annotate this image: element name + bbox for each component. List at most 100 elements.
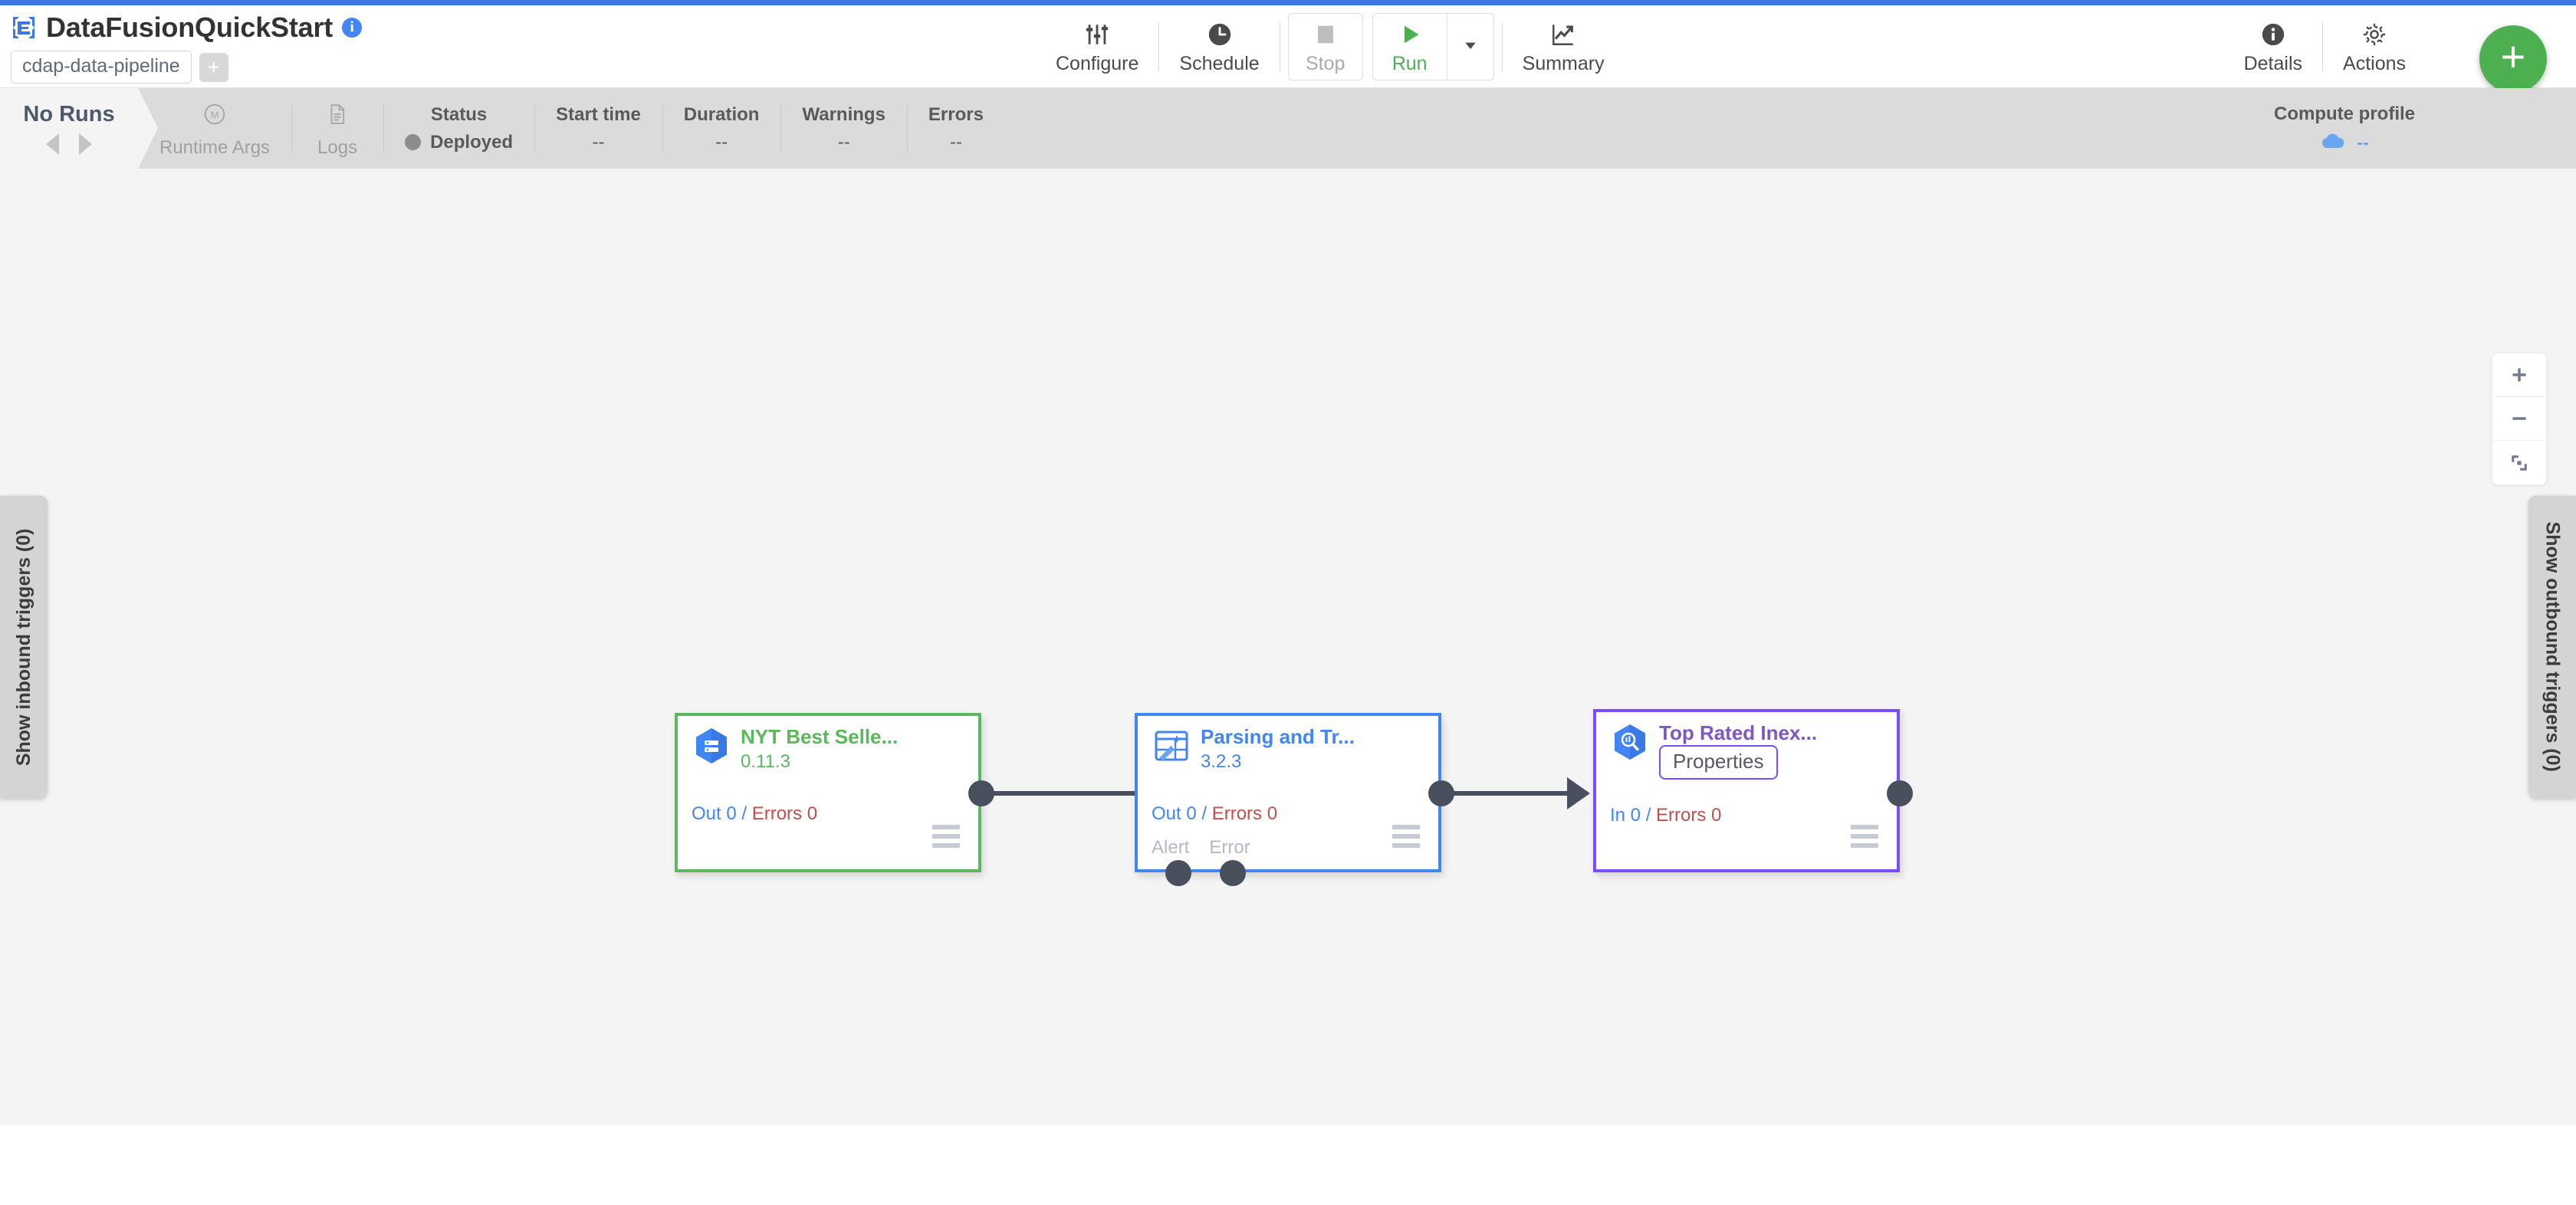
node-header: Top Rated Inex... Properties [1596, 712, 1897, 780]
compute-profile-value: -- [2357, 132, 2369, 153]
page-footer-area [0, 1125, 2576, 1205]
alert-port-label: Alert [1152, 837, 1190, 858]
fit-screen-icon [2512, 455, 2527, 471]
caret-right-icon[interactable] [79, 133, 92, 155]
caret-left-icon[interactable] [46, 133, 59, 155]
outbound-triggers-tab[interactable]: Show outbound triggers (0) [2528, 495, 2576, 799]
runtime-args-button[interactable]: M Runtime Args [138, 88, 291, 169]
zoom-out-button[interactable] [2492, 397, 2546, 441]
logs-label: Logs [317, 136, 358, 158]
toolbar-divider [1501, 22, 1503, 71]
transform-error-port[interactable] [1220, 860, 1246, 886]
pipeline-node-sink[interactable]: Top Rated Inex... Properties In 0 / Erro… [1593, 709, 1900, 872]
add-tag-button[interactable]: + [199, 52, 228, 82]
compute-profile-cell[interactable]: Compute profile -- [2252, 88, 2576, 169]
cdap-logo-icon [11, 15, 37, 41]
node-version: 3.2.3 [1201, 751, 1242, 773]
runs-arrows [46, 133, 92, 155]
hamburger-icon[interactable] [932, 825, 960, 852]
hamburger-icon[interactable] [1392, 825, 1420, 852]
node-title-block: NYT Best Selle... 0.11.3 [741, 726, 898, 773]
node-errors-count: Errors 0 [1211, 803, 1278, 824]
actions-button[interactable]: Actions [2326, 10, 2423, 84]
secondary-toolbar: Details Actions [2227, 10, 2423, 84]
errors-value: -- [949, 131, 962, 153]
errors-header: Errors [928, 103, 984, 125]
wrangler-icon [1152, 726, 1191, 766]
play-triangle-icon [1397, 19, 1423, 50]
stop-label: Stop [1305, 52, 1346, 74]
hamburger-icon[interactable] [1851, 825, 1878, 852]
schedule-button[interactable]: Schedule [1162, 10, 1276, 84]
node-header: Parsing and Tr... 3.2.3 [1138, 716, 1438, 773]
run-label: Run [1392, 52, 1428, 74]
document-icon [326, 99, 349, 130]
node-out-count: Out 0 [1152, 803, 1197, 824]
macro-m-icon: M [202, 99, 227, 130]
start-time-cell: Start time -- [534, 88, 662, 169]
status-badge-dot [405, 134, 422, 150]
pipeline-node-source[interactable]: NYT Best Selle... 0.11.3 Out 0 / Errors … [675, 713, 981, 872]
toolbar-divider [2322, 22, 2324, 71]
start-time-value: -- [592, 131, 605, 153]
warnings-header: Warnings [802, 103, 886, 125]
status-value: Deployed [430, 131, 514, 153]
title-row: DataFusionQuickStart i [11, 11, 363, 44]
fit-to-screen-button[interactable] [2492, 441, 2546, 484]
details-button[interactable]: Details [2227, 10, 2319, 84]
run-options-dropdown[interactable] [1446, 14, 1493, 80]
pipeline-canvas[interactable]: Show inbound triggers (0) Show outbound … [0, 169, 2576, 1125]
info-circle-icon [2260, 19, 2286, 50]
run-status-bar: No Runs M Runtime Args Logs Status [0, 88, 2576, 169]
details-label: Details [2243, 52, 2303, 74]
inbound-triggers-label: Show inbound triggers (0) [12, 528, 34, 766]
add-plugin-fab-button[interactable]: + [2479, 25, 2547, 93]
node-output-ports: Alert Error [1152, 837, 1250, 859]
node-name: Top Rated Inex... [1659, 721, 1818, 744]
minus-icon [2512, 417, 2526, 420]
transform-alert-port[interactable] [1165, 860, 1191, 886]
plus-icon: + [2500, 32, 2526, 80]
configure-button[interactable]: Configure [1039, 10, 1155, 84]
run-button[interactable]: Run [1373, 14, 1447, 80]
logs-button[interactable]: Logs [291, 88, 383, 169]
runs-navigator: No Runs [0, 88, 158, 169]
errors-cell: Errors -- [906, 88, 1005, 169]
node-metrics: Out 0 / Errors 0 [692, 803, 818, 824]
node-in-count: In 0 [1610, 805, 1641, 826]
summary-label: Summary [1522, 52, 1605, 74]
statusbar-spacer [1005, 88, 2252, 169]
node-version: 0.11.3 [741, 751, 790, 773]
zoom-in-button[interactable] [2492, 353, 2546, 397]
connector-transform-to-sink [1449, 791, 1572, 796]
compute-profile-value-row: -- [2320, 133, 2369, 154]
clock-icon [1207, 19, 1233, 50]
actions-label: Actions [2343, 52, 2406, 74]
schedule-label: Schedule [1179, 52, 1260, 74]
sink-output-port[interactable] [1887, 780, 1913, 806]
configure-label: Configure [1056, 52, 1139, 74]
header-left: DataFusionQuickStart i cdap-data-pipelin… [0, 5, 363, 84]
error-port-label: Error [1209, 837, 1250, 858]
node-properties-button[interactable]: Properties [1659, 745, 1778, 780]
status-value-row: Deployed [405, 132, 513, 153]
app-header: DataFusionQuickStart i cdap-data-pipelin… [0, 5, 2576, 93]
node-name: NYT Best Selle... [741, 725, 899, 748]
duration-cell: Duration -- [662, 88, 781, 169]
run-button-group[interactable]: Run [1372, 13, 1494, 80]
stop-square-icon [1313, 19, 1339, 50]
node-out-count: Out 0 [692, 803, 737, 824]
summary-button[interactable]: Summary [1506, 10, 1622, 84]
cloud-icon [2320, 133, 2346, 153]
bigquery-sink-icon [1610, 722, 1650, 762]
duration-value: -- [715, 131, 728, 153]
plus-icon [2512, 368, 2526, 382]
status-cell: Status Deployed [383, 88, 534, 169]
node-title-block: Top Rated Inex... Properties [1659, 722, 1817, 780]
page-title: DataFusionQuickStart [46, 11, 334, 43]
zoom-controls [2492, 353, 2547, 485]
pipeline-node-transform[interactable]: Parsing and Tr... 3.2.3 Out 0 / Errors 0… [1135, 713, 1441, 872]
start-time-header: Start time [556, 103, 641, 125]
info-icon[interactable]: i [342, 18, 363, 38]
inbound-triggers-tab[interactable]: Show inbound triggers (0) [0, 495, 48, 799]
